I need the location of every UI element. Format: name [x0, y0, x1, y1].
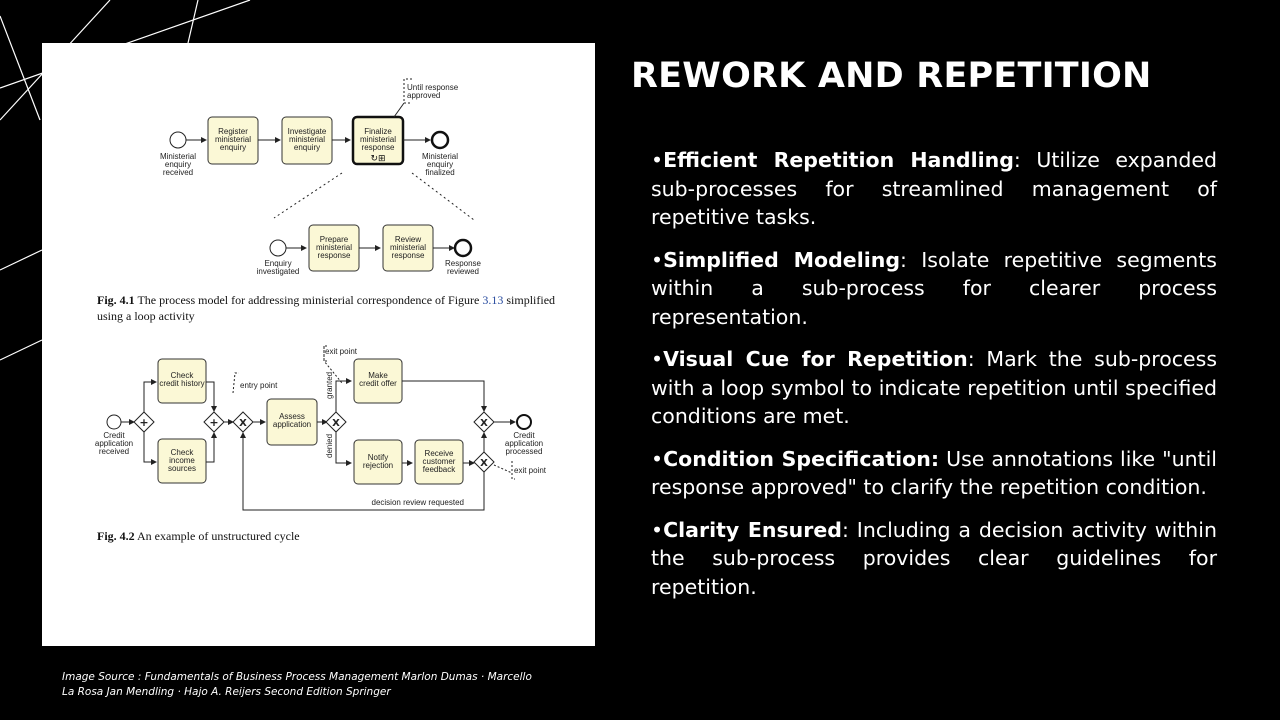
- svg-text:X: X: [239, 418, 247, 429]
- bullet-item: •Clarity Ensured: Including a decision a…: [651, 517, 1217, 599]
- task-check-credit: [157, 358, 207, 404]
- fig2-caption: Fig. 4.2 An example of unstructured cycl…: [97, 529, 300, 543]
- svg-text:X: X: [480, 458, 488, 469]
- bullet-item: •Condition Specification: Use annotation…: [651, 446, 1218, 500]
- loop-marker-icon: ↻⊞: [370, 154, 385, 164]
- fig1-caption: Fig. 4.1 The process model for addressin…: [97, 293, 555, 307]
- annotation-label: exit point: [514, 466, 547, 475]
- task-receive-feedback: [414, 439, 464, 485]
- fig1-caption-line2: using a loop activity: [97, 309, 195, 323]
- branch-label: granted: [325, 372, 334, 399]
- image-source-note: Image Source : Fundamentals of Business …: [62, 671, 532, 698]
- slide-title: REWORK AND REPETITION: [631, 56, 1152, 96]
- svg-text:+: +: [209, 416, 218, 429]
- annotation-label: decision review requested: [372, 498, 465, 507]
- bullet-list: •Efficient Repetition Handling: Utilize …: [651, 146, 1217, 615]
- task-check-income: [157, 438, 207, 484]
- svg-text:X: X: [332, 418, 340, 429]
- branch-label: denied: [325, 434, 334, 458]
- bullet-item: •Visual Cue for Repetition: Mark the sub…: [651, 347, 1217, 428]
- fig2-diagram: + + X X X X Chec: [95, 345, 547, 511]
- svg-text:+: +: [139, 416, 148, 429]
- annotation-label: entry point: [240, 381, 278, 390]
- bullet-item: •Simplified Modeling: Isolate repetitive…: [651, 247, 1217, 329]
- task-notify-rejection: [353, 439, 403, 485]
- svg-text:X: X: [480, 418, 488, 429]
- annotation-label: exit point: [325, 347, 358, 356]
- bullet-item: •Efficient Repetition Handling: Utilize …: [651, 148, 1217, 229]
